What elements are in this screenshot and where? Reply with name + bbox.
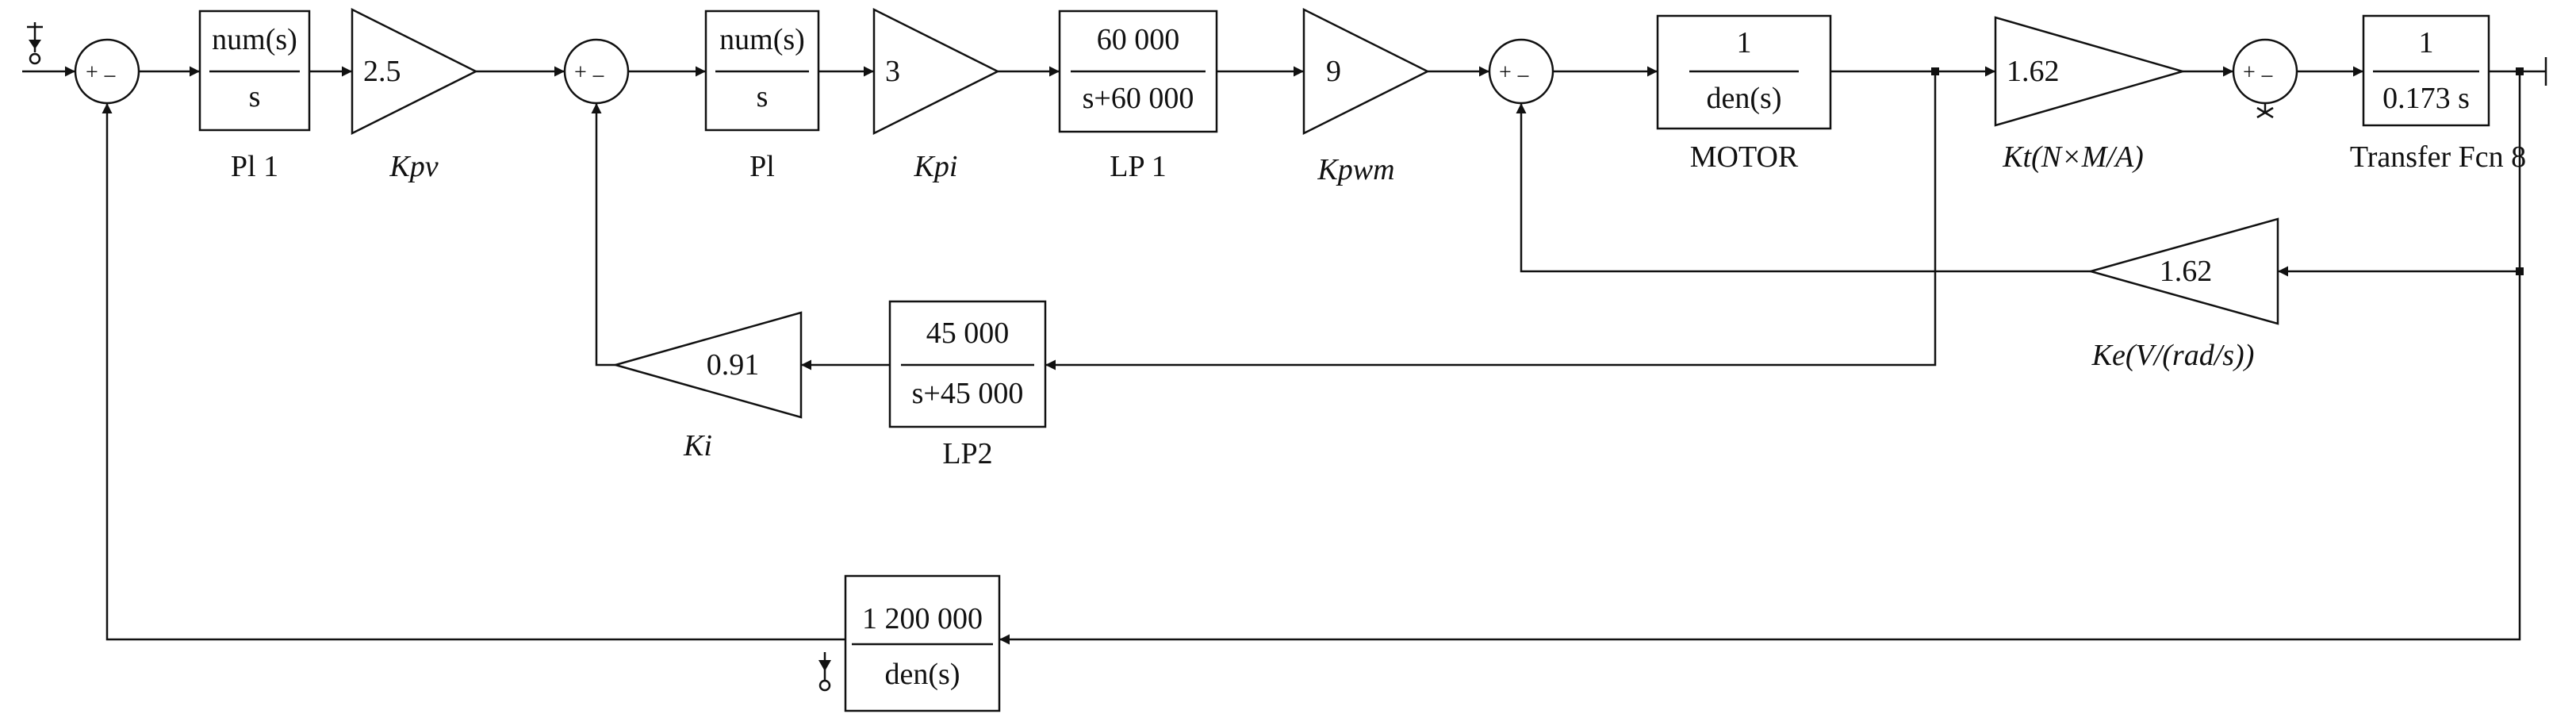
lp1-label: LP 1 [1110,150,1166,183]
kpv-label: Kpv [389,150,438,183]
sum-junction-2[interactable]: + − [563,38,630,105]
sensor-denominator: den(s) [885,658,960,691]
sum-plus-sign: + [1499,60,1512,85]
sensor-port-icon [818,652,831,692]
ki-label: Ki [683,429,712,463]
block-pi[interactable]: num(s) s Pl [704,10,820,183]
wire-sensor-to-sum1 [102,103,845,641]
signal-wires [22,57,2547,645]
kpwm-value: 9 [1326,55,1341,88]
sum-minus-sign: − [1516,63,1530,90]
sum-junction-3[interactable]: + − [1488,38,1554,105]
pi-label: Pl [749,150,775,183]
pi1-label: Pl 1 [231,150,278,183]
kpwm-label: Kpwm [1317,153,1394,186]
branch-point-speed [2516,67,2524,75]
kpi-label: Kpi [914,150,958,183]
block-motor[interactable]: 1 den(s) MOTOR [1656,14,1832,174]
pi1-numerator: num(s) [212,23,297,56]
tf8-numerator: 1 [2419,26,2434,60]
sum-minus-sign: − [103,63,117,90]
ke-value: 1.62 [2160,255,2213,288]
kpi-value: 3 [885,55,900,88]
sum-minus-sign: − [2260,63,2274,90]
block-pi1[interactable]: num(s) s Pl 1 [198,10,311,183]
wire-ke-to-sum3 [1516,103,2091,273]
lp2-label: LP2 [942,437,992,470]
lp1-numerator: 60 000 [1097,23,1180,56]
sum-plus-sign: + [2243,60,2256,85]
lp2-denominator: s+45 000 [912,377,1024,410]
gain-kpv[interactable]: 2.5 Kpv [351,7,478,183]
branch-point-speed-2 [2516,267,2524,275]
lp2-numerator: 45 000 [926,317,1010,350]
ke-label: Ke(V/(rad/s)) [2091,339,2255,372]
gain-ki[interactable]: 0.91 Ki [611,311,803,463]
sum-junction-1[interactable]: + − [74,38,140,105]
input-port-icon [27,22,43,65]
block-transfer-fcn-8[interactable]: 1 0.173 s Transfer Fcn 8 [2350,14,2526,174]
disturbance-mark [2256,106,2274,119]
kpv-value: 2.5 [363,55,401,88]
sensor-numerator: 1 200 000 [862,602,983,635]
sum-minus-sign: − [592,63,605,90]
motor-label: MOTOR [1690,140,1799,174]
wire-ki-to-sum2 [591,103,615,367]
sum-junction-4[interactable]: + − [2232,38,2298,119]
block-speed-sensor[interactable]: 1 200 000 den(s) [844,574,1001,712]
wire-speed-to-sensor [999,271,2521,645]
kt-label: Kt(N×M/A) [2002,140,2144,174]
pi-denominator: s [757,80,769,113]
kt-value: 1.62 [2007,55,2060,88]
pi1-denominator: s [249,80,261,113]
sum-plus-sign: + [574,60,587,85]
tf8-label: Transfer Fcn 8 [2350,140,2526,174]
gain-kpwm[interactable]: 9 Kpwm [1302,7,1430,186]
branch-point-current [1931,67,1939,75]
lp1-denominator: s+60 000 [1083,82,1194,115]
block-lp2[interactable]: 45 000 s+45 000 LP2 [888,300,1047,470]
tf8-denominator: 0.173 s [2382,82,2470,115]
gain-kt[interactable]: 1.62 Kt(N×M/A) [1994,16,2187,174]
pi-numerator: num(s) [719,23,805,56]
motor-numerator: 1 [1737,26,1752,60]
gain-ke[interactable]: 1.62 Ke(V/(rad/s)) [2087,217,2279,372]
gain-kpi[interactable]: 3 Kpi [872,7,1000,183]
block-lp1[interactable]: 60 000 s+60 000 LP 1 [1058,10,1218,183]
sum-plus-sign: + [86,60,98,85]
wire-current-to-lp2 [1045,71,1937,370]
motor-denominator: den(s) [1707,82,1782,115]
ki-value: 0.91 [707,348,760,382]
